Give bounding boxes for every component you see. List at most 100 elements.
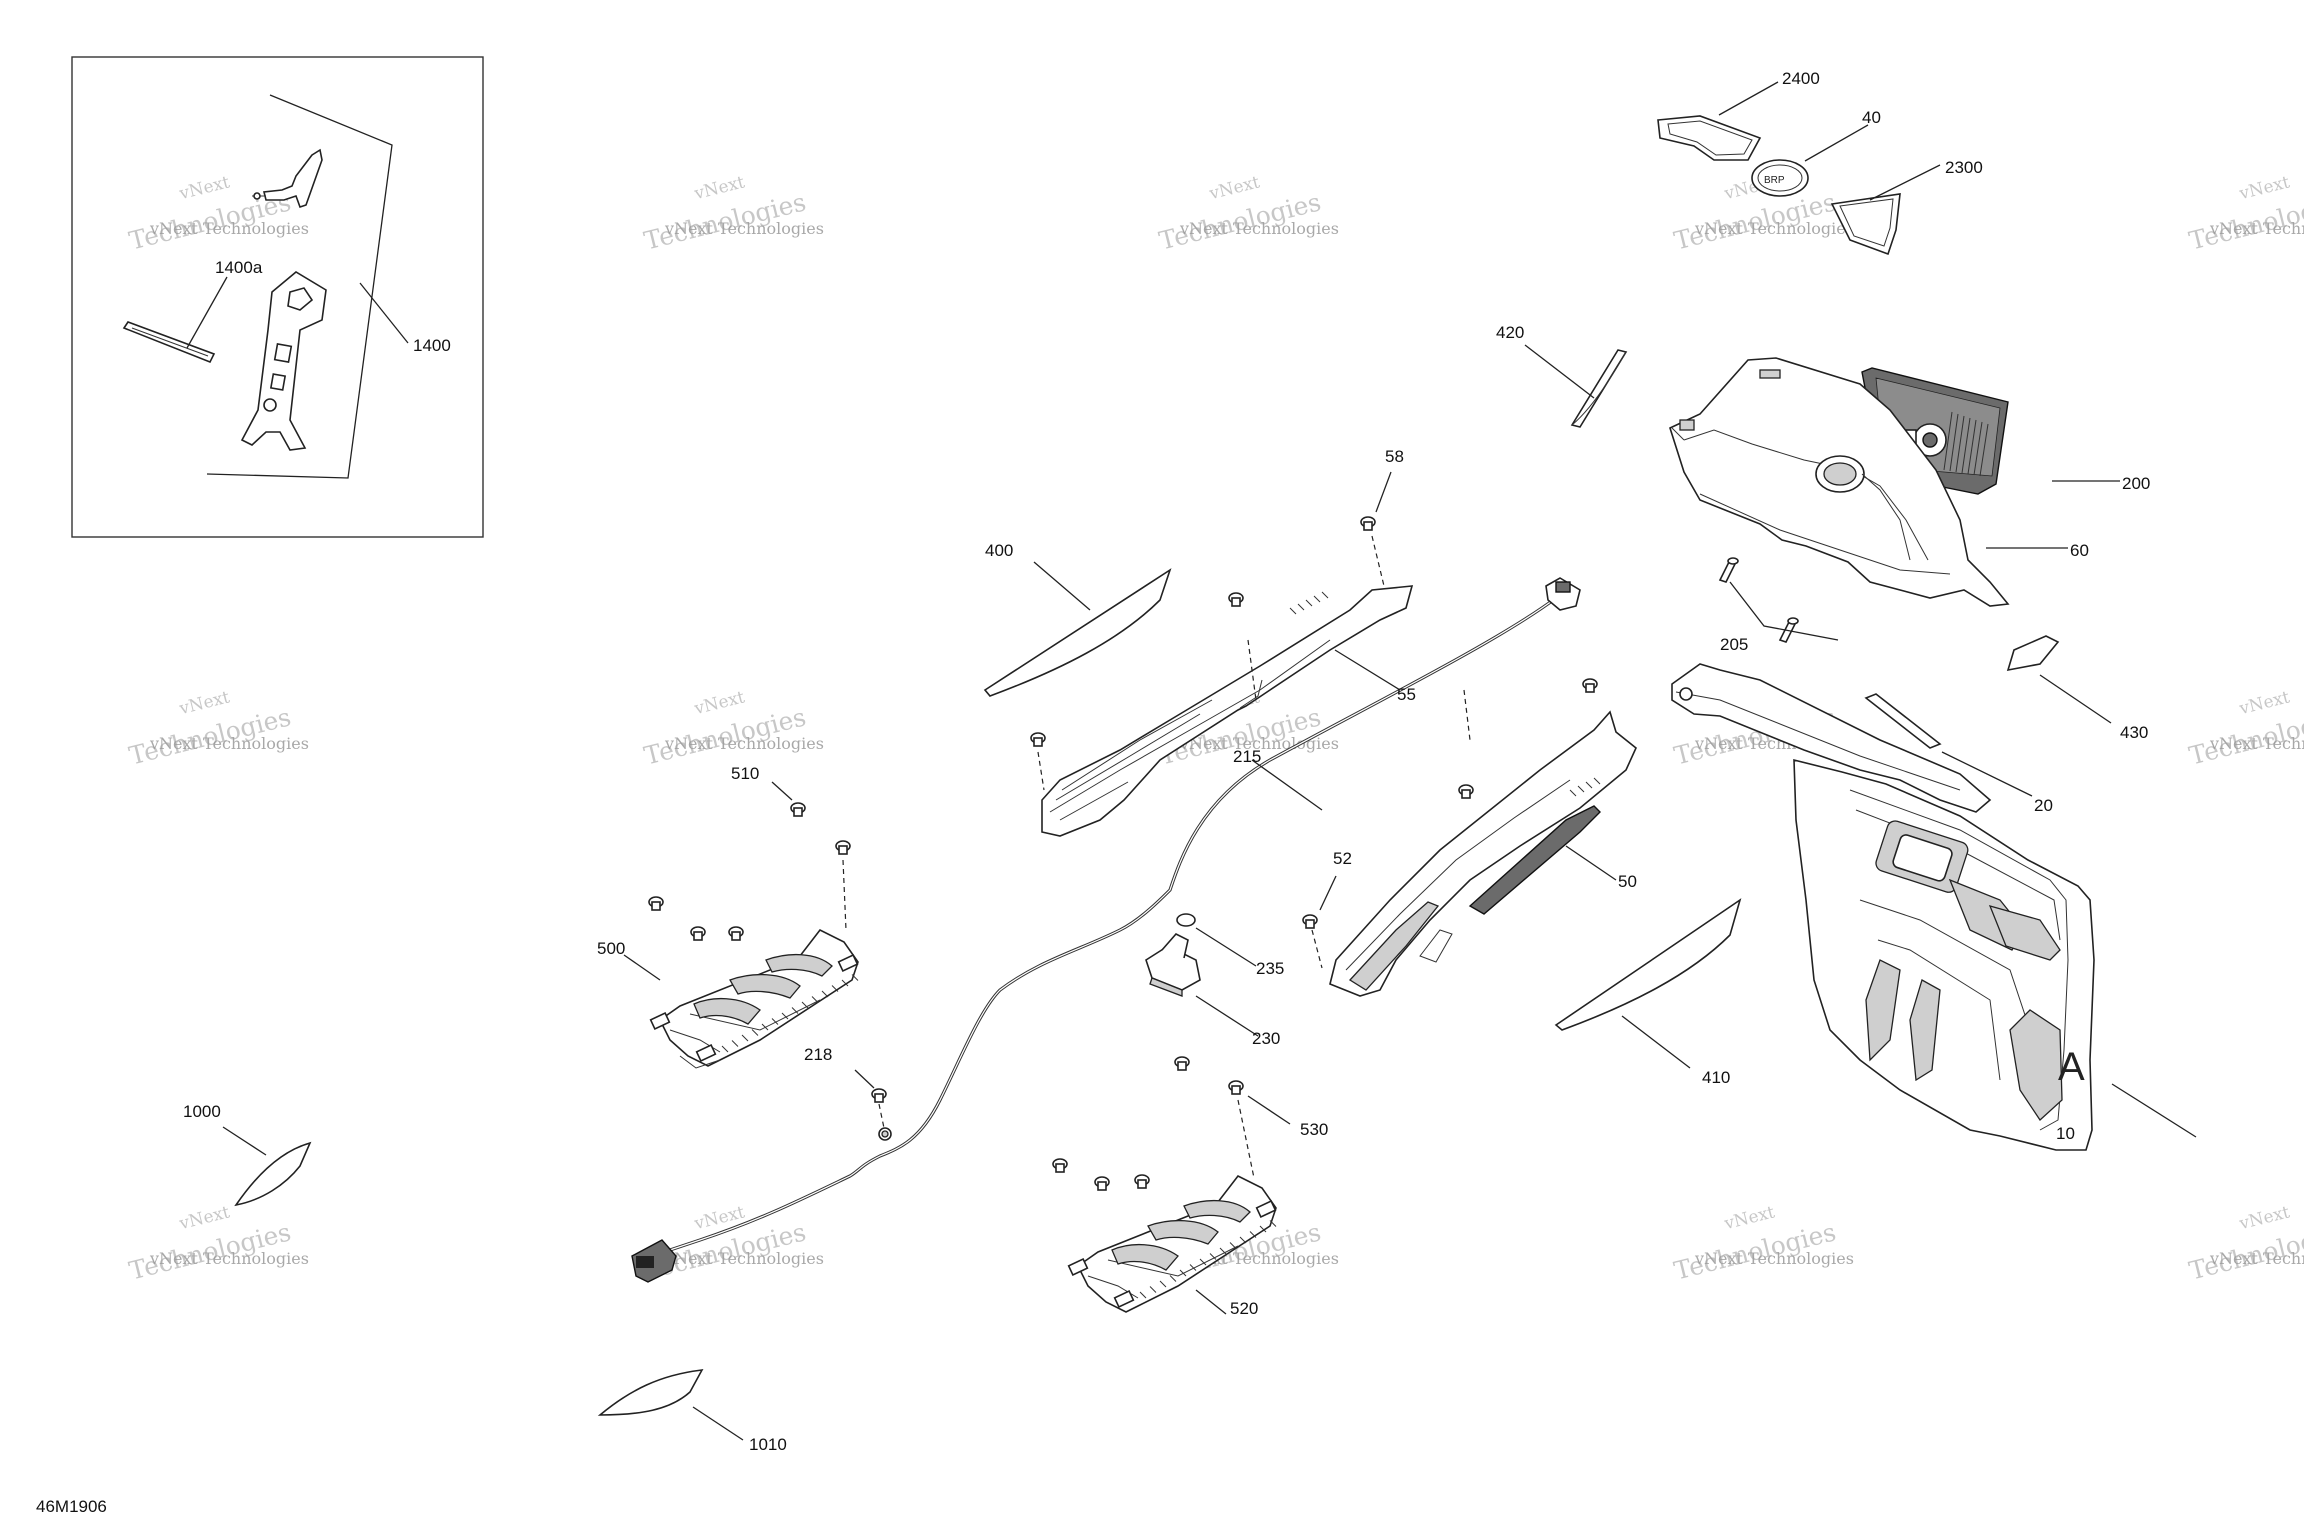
- watermark-line: vNext Technologies: [2209, 219, 2304, 238]
- watermark-line: vNext Technologies: [2209, 734, 2304, 753]
- detail-line: [1269, 1220, 1277, 1227]
- watermark-line: vNext Technologies: [664, 1249, 824, 1268]
- decal-1000: [234, 1141, 312, 1207]
- footrest-500: [649, 928, 859, 1069]
- fastener-500-c: [728, 926, 744, 941]
- watermark-word: vNext: [2236, 172, 2291, 204]
- callout-50: 50: [1618, 872, 1637, 891]
- decal-430: [2006, 635, 2060, 672]
- detail-line: [1321, 591, 1329, 599]
- decal-400: [983, 568, 1172, 697]
- fastener-510-b: [835, 840, 851, 855]
- housing-60: [1669, 357, 2010, 607]
- svg-text:A: A: [2058, 1045, 2085, 1089]
- leader-205: [1729, 581, 1839, 641]
- watermark-word: vNext: [2236, 687, 2291, 719]
- detail-line: [811, 996, 819, 1003]
- detail-line: [1289, 607, 1297, 615]
- detail-line: [761, 1023, 769, 1031]
- footrest-520: [1067, 1174, 1277, 1313]
- callout-200: 200: [2122, 474, 2150, 493]
- decal-420: [1570, 349, 1628, 428]
- watermark-line: vNext Technologies: [1694, 1249, 1854, 1268]
- leader-230: [1195, 995, 1259, 1037]
- emblem-40: BRP: [1751, 159, 1809, 197]
- watermark-word: vNext: [691, 687, 746, 719]
- callout-430: 430: [2120, 723, 2148, 742]
- leader-218: [854, 1069, 875, 1089]
- callout-510: 510: [731, 764, 759, 783]
- leader-500: [623, 954, 661, 981]
- detail-line: [1189, 1264, 1197, 1271]
- detail-line: [1943, 411, 1953, 471]
- detail-line: [1585, 781, 1593, 789]
- decal-2400: [1657, 115, 1762, 161]
- detail-line: [851, 974, 859, 981]
- leader-1000: [222, 1126, 267, 1156]
- detail-line: [1955, 415, 1965, 473]
- front-panel-crossbar: [1671, 663, 1992, 813]
- bracket-230: [1145, 933, 1201, 997]
- callout-218: 218: [804, 1045, 832, 1064]
- callout-205: 205: [1720, 635, 1748, 654]
- watermark-line: vNext Technologies: [1179, 219, 1339, 238]
- detail-line: [791, 1007, 799, 1014]
- side-panel-50: [1329, 710, 1637, 997]
- fastener-50-a: [1582, 678, 1598, 693]
- decal-2300: [1830, 193, 1901, 256]
- front-panel-10: A: [1793, 758, 2095, 1151]
- fastener-520-a: [1052, 1158, 1068, 1173]
- fastener-530-b: [1228, 1080, 1244, 1095]
- watermark-word: vNext: [176, 172, 231, 204]
- detail-line: [1229, 1242, 1237, 1249]
- dash-55-a: [1247, 639, 1257, 701]
- leader-430: [2039, 674, 2112, 724]
- clip-235: [1176, 913, 1196, 927]
- callout-1010: 1010: [749, 1435, 787, 1454]
- fastener-218: [871, 1088, 887, 1103]
- detail-line: [741, 1034, 749, 1042]
- detail-line: [1169, 1275, 1177, 1282]
- detail-line: [821, 990, 829, 998]
- fastener-58: [1360, 516, 1376, 531]
- detail-line: [1139, 1291, 1147, 1299]
- leader-55: [1334, 649, 1401, 691]
- fastener-520-c: [1134, 1174, 1150, 1189]
- leader-510: [771, 781, 793, 801]
- watermark-word: vNext: [691, 172, 746, 204]
- watermark-line: vNext Technologies: [1179, 734, 1339, 753]
- leader-420: [1524, 344, 1595, 399]
- fastener-50-b: [1458, 784, 1474, 799]
- detail-line: [1249, 1231, 1257, 1238]
- fastener-510-a: [790, 802, 806, 817]
- hook-tool: [252, 148, 323, 209]
- detail-line: [1259, 1225, 1267, 1233]
- callout-520: 520: [1230, 1299, 1258, 1318]
- callout-60: 60: [2070, 541, 2089, 560]
- callout-40: 40: [1862, 108, 1881, 127]
- leader-235: [1195, 927, 1257, 967]
- fastener-52: [1302, 914, 1318, 929]
- inset-tool-kit: [71, 56, 484, 538]
- leader-2400: [1718, 81, 1779, 116]
- watermark-line: vNext Technologies: [149, 734, 309, 753]
- svg-text:BRP: BRP: [1764, 175, 1785, 186]
- detail-line: [1569, 789, 1577, 797]
- leader-410: [1621, 1015, 1691, 1069]
- screw-205-upper: [1718, 557, 1739, 583]
- callout-2300: 2300: [1945, 158, 1983, 177]
- detail-line: [751, 1029, 759, 1036]
- dash-510: [842, 859, 847, 931]
- fastener-520-b: [1094, 1176, 1110, 1191]
- callout-2400: 2400: [1782, 69, 1820, 88]
- dash-530: [1237, 1099, 1255, 1179]
- detail-line: [801, 1001, 809, 1009]
- watermark-word: vNext: [1206, 172, 1261, 204]
- callout-500: 500: [597, 939, 625, 958]
- watermark-line: vNext Technologies: [1694, 219, 1854, 238]
- fastener-530-a: [1174, 1056, 1190, 1071]
